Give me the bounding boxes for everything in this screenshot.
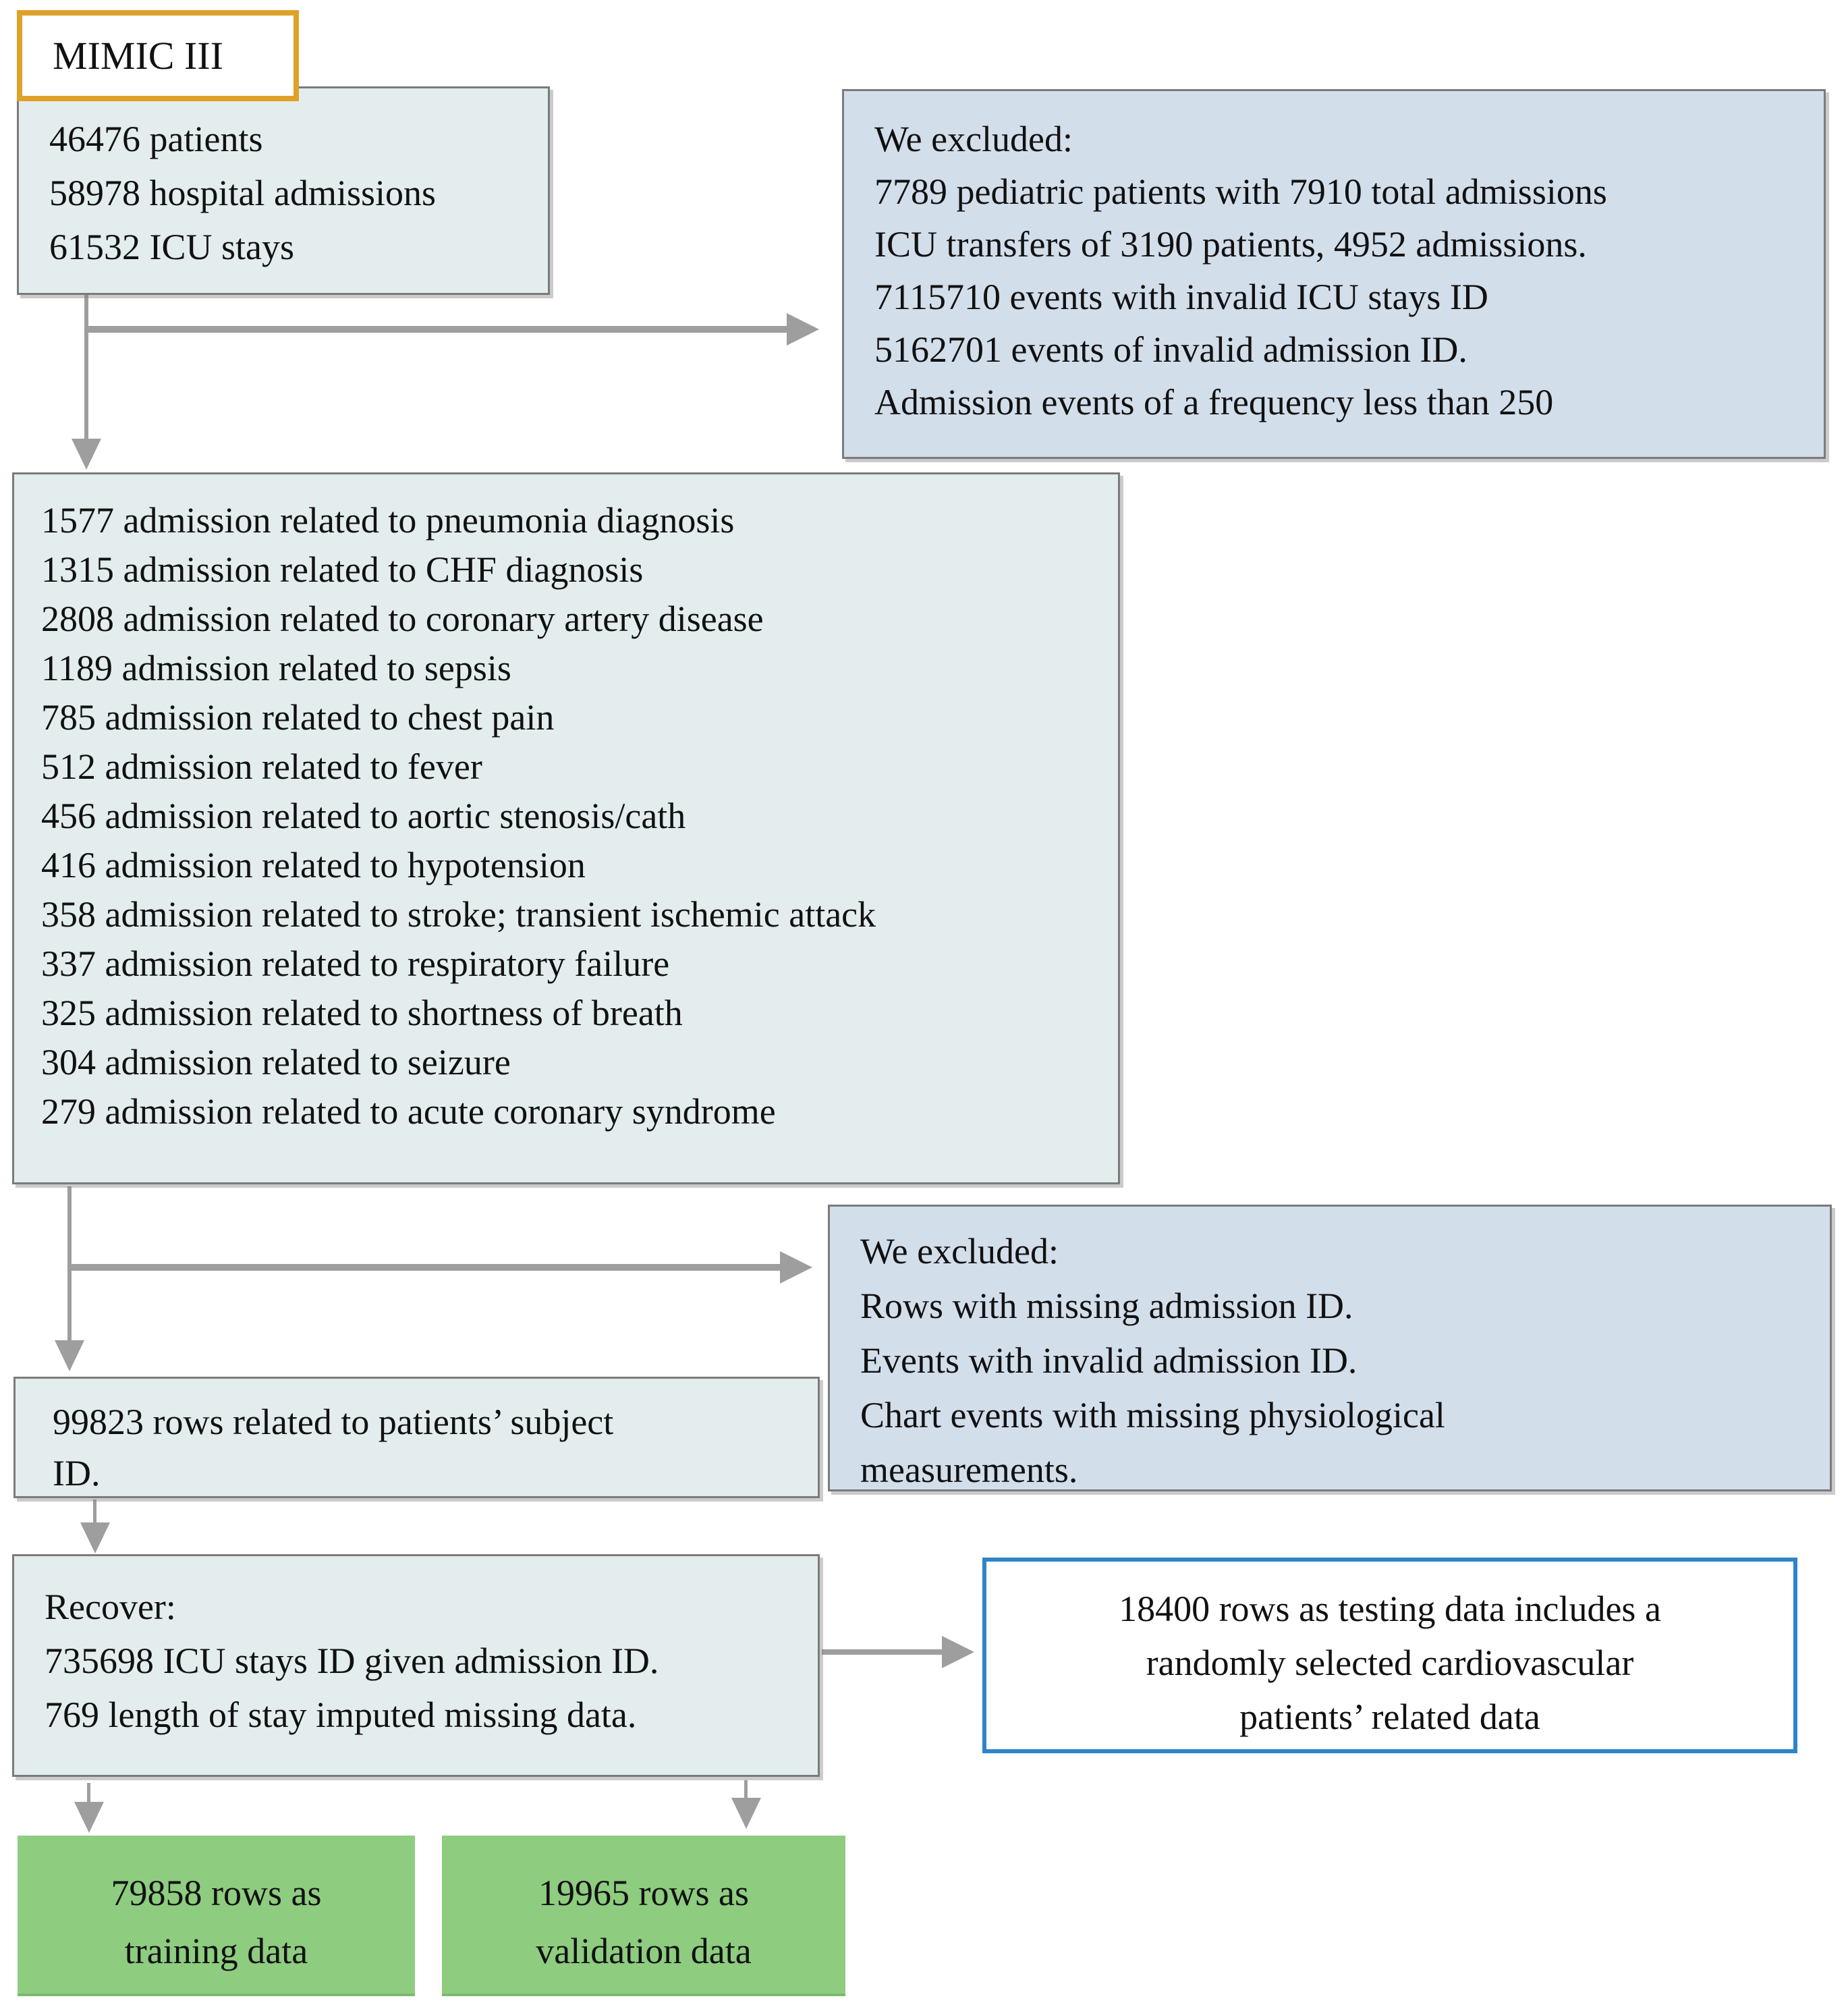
testing-data-box: 18400 rows as testing data includes a ra… [982, 1558, 1797, 1753]
exclusion1-line: ICU transfers of 3190 patients, 4952 adm… [874, 224, 1587, 265]
testing-line: patients’ related data [1239, 1697, 1540, 1737]
exclusion2-line: Events with invalid admission ID. [860, 1340, 1357, 1381]
mimic-title-label: MIMIC III [53, 34, 223, 78]
validation-data-box: 19965 rows as validation data [442, 1836, 845, 1996]
diagnosis-line: 279 admission related to acute coronary … [41, 1091, 776, 1132]
diagnosis-line: 456 admission related to aortic stenosis… [41, 796, 686, 836]
arrow-source-to-exclusion1-shaft [86, 326, 788, 333]
source-line: 58978 hospital admissions [49, 173, 437, 213]
exclusion1-line: We excluded: [874, 119, 1073, 159]
diagnosis-line: 1577 admission related to pneumonia diag… [41, 500, 735, 541]
diagnosis-line: 2808 admission related to coronary arter… [41, 599, 764, 639]
arrow-diagnosis-to-subject-head [55, 1340, 84, 1371]
exclusion-box-1: We excluded: 7789 pediatric patients wit… [842, 89, 1826, 459]
exclusion2-line: Chart events with missing physiological [860, 1395, 1445, 1435]
training-data-box: 79858 rows as training data [18, 1836, 415, 1996]
exclusion1-line: 7115710 events with invalid ICU stays ID [874, 277, 1488, 317]
arrow-diagnosis-to-exclusion2-head [780, 1251, 812, 1284]
diagnosis-line: 358 admission related to stroke; transie… [41, 894, 876, 935]
exclusion2-line: measurements. [860, 1450, 1078, 1490]
source-counts-box: 46476 patients 58978 hospital admissions… [17, 86, 550, 295]
exclusion1-line: 7789 pediatric patients with 7910 total … [874, 171, 1607, 212]
exclusion2-line: We excluded: [860, 1231, 1059, 1271]
training-line: training data [124, 1931, 308, 1971]
subject-rows-line: ID. [53, 1453, 101, 1493]
validation-line: 19965 rows as [538, 1873, 749, 1913]
arrow-source-to-diagnosis-shaft [84, 295, 88, 440]
arrow-subject-to-recover-head [80, 1522, 110, 1554]
diagnosis-line: 1189 admission related to sepsis [41, 648, 511, 688]
diagnosis-line: 512 admission related to fever [41, 746, 482, 787]
subject-rows-line: 99823 rows related to patients’ subject [53, 1402, 614, 1442]
arrow-source-to-diagnosis-head [72, 439, 101, 470]
arrow-recover-to-validation-shaft [744, 1780, 748, 1802]
arrow-source-to-exclusion1-head [787, 313, 819, 346]
arrow-diagnosis-to-exclusion2-shaft [69, 1264, 781, 1271]
arrow-recover-to-validation-head [731, 1798, 761, 1829]
source-line: 61532 ICU stays [49, 227, 294, 267]
diagnosis-line: 304 admission related to seizure [41, 1042, 511, 1082]
recover-line: 735698 ICU stays ID given admission ID. [45, 1641, 659, 1681]
arrow-recover-to-testing-shaft [822, 1649, 943, 1655]
recover-line: Recover: [45, 1587, 176, 1627]
recover-box: Recover: 735698 ICU stays ID given admis… [12, 1554, 820, 1777]
diagnosis-line: 1315 admission related to CHF diagnosis [41, 549, 644, 590]
training-line: 79858 rows as [111, 1873, 322, 1913]
diagnosis-line: 416 admission related to hypotension [41, 845, 586, 885]
exclusion2-line: Rows with missing admission ID. [860, 1286, 1353, 1326]
diagnosis-line: 337 admission related to respiratory fai… [41, 943, 670, 984]
recover-line: 769 length of stay imputed missing data. [45, 1695, 637, 1735]
exclusion1-line: Admission events of a frequency less tha… [874, 382, 1554, 422]
mimic-title-box: MIMIC III [17, 10, 299, 101]
exclusion1-line: 5162701 events of invalid admission ID. [874, 329, 1467, 370]
subject-rows-box: 99823 rows related to patients’ subject … [13, 1377, 820, 1498]
diagnosis-admissions-box: 1577 admission related to pneumonia diag… [12, 472, 1120, 1184]
source-line: 46476 patients [49, 119, 263, 159]
validation-line: validation data [536, 1931, 752, 1971]
arrow-recover-to-training-shaft [87, 1783, 90, 1805]
testing-line: randomly selected cardiovascular [1146, 1643, 1634, 1683]
arrow-recover-to-testing-head [942, 1636, 974, 1668]
diagnosis-line: 785 admission related to chest pain [41, 697, 555, 738]
arrow-recover-to-training-head [74, 1802, 104, 1833]
diagnosis-line: 325 admission related to shortness of br… [41, 993, 683, 1033]
testing-line: 18400 rows as testing data includes a [1119, 1589, 1661, 1629]
exclusion-box-2: We excluded: Rows with missing admission… [828, 1205, 1832, 1491]
arrow-subject-to-recover-shaft [93, 1500, 96, 1525]
